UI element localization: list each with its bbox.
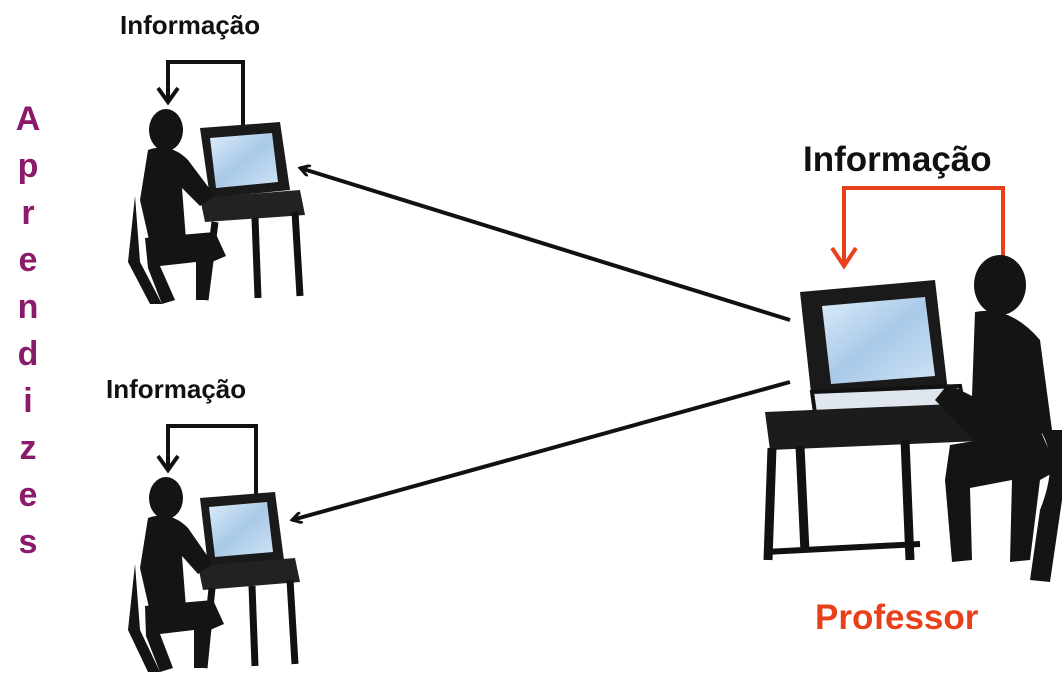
loop-arrow-top-icon (156, 86, 180, 106)
learner-workstation-bottom (128, 424, 300, 672)
learners-letter: n (17, 288, 39, 326)
learners-letter: i (23, 382, 33, 420)
desk-bottom (198, 558, 300, 590)
arrow-teacher-to-top-learner (300, 168, 791, 322)
screen-teacher (822, 297, 935, 384)
info-loop-teacher (842, 186, 1005, 262)
screen-top (210, 133, 278, 188)
screen-bottom (209, 502, 273, 557)
info-loop-bottom (166, 424, 258, 498)
teacher-label: Professor (815, 598, 979, 637)
teacher-workstation (763, 186, 1062, 582)
info-label-top-learner: Informação (120, 10, 261, 40)
arrow-teacher-to-bottom-learner (292, 380, 791, 520)
teacher-figure (935, 255, 1062, 582)
loop-arrow-bottom-icon (156, 454, 180, 474)
learners-letter: s (18, 523, 38, 561)
learner-figure-bottom (128, 477, 224, 672)
learners-letter: z (19, 429, 37, 467)
info-loop-top (166, 60, 245, 128)
desk-teacher (765, 402, 1004, 450)
learners-letter: e (18, 476, 38, 514)
learners-vertical-label: A p r e n d i z e s (8, 96, 48, 566)
learners-letter: d (17, 335, 39, 373)
info-label-teacher: Informação (803, 140, 992, 179)
learners-letter: e (18, 241, 38, 279)
learner-workstation-top (128, 60, 305, 304)
learners-letter: A (15, 100, 41, 138)
desk-top (200, 190, 305, 222)
learners-letter: r (21, 194, 35, 232)
info-label-bottom-learner: Informação (106, 374, 247, 404)
learners-letter: p (17, 147, 39, 185)
loop-arrow-teacher-icon (830, 246, 858, 270)
learner-figure-top (128, 109, 226, 304)
